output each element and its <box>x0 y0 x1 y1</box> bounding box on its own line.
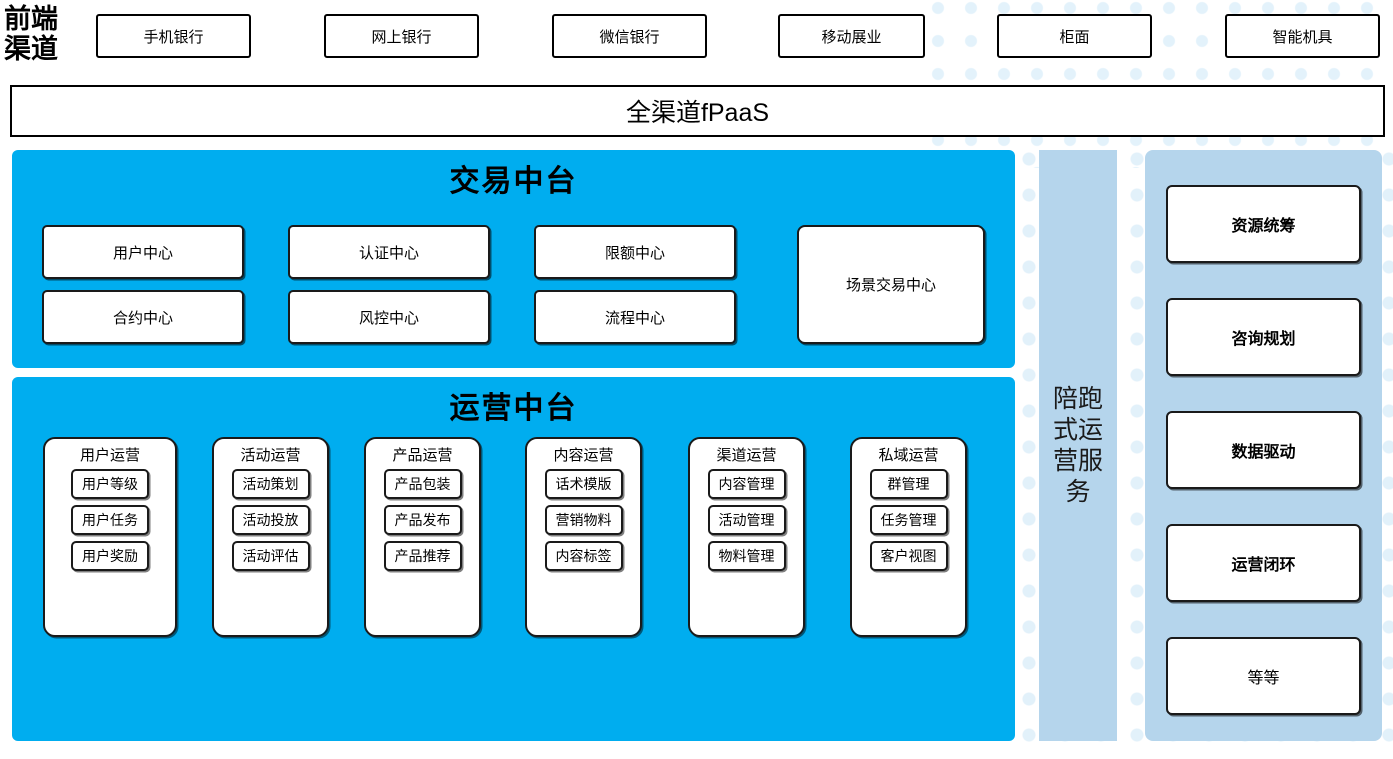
op-item-campaign-evaluation[interactable]: 活动评估 <box>231 541 310 571</box>
op-group-title-private-operation: 私域运营 <box>878 447 939 464</box>
op-group-user-operation[interactable]: 用户运营 用户等级 用户任务 用户奖励 <box>43 437 177 637</box>
trade-middle-platform-panel: 交易中台 用户中心 认证中心 限额中心 合约中心 风控中心 流程中心 场景交易中… <box>12 150 1015 368</box>
escort-operation-service-label: 陪跑式运营服务 <box>1052 384 1103 506</box>
frontend-channel-label: 前端 渠道 <box>4 4 82 64</box>
frontend-channel-row: 前端 渠道 手机银行 网上银行 微信银行 移动展业 柜面 智能机具 <box>0 0 1393 80</box>
escort-operation-service-band: 陪跑式运营服务 <box>1039 150 1117 741</box>
channel-label-wechat-bank: 微信银行 <box>599 28 660 46</box>
op-item-script-template[interactable]: 话术模版 <box>544 469 623 499</box>
op-group-product-operation[interactable]: 产品运营 产品包装 产品发布 产品推荐 <box>364 437 481 637</box>
channel-label-counter: 柜面 <box>1059 28 1090 46</box>
operation-middle-platform-title: 运营中台 <box>449 392 578 425</box>
channel-box-mobile-field[interactable]: 移动展业 <box>778 14 925 58</box>
service-item-consulting-planning[interactable]: 咨询规划 <box>1166 298 1361 376</box>
trade-label-limit-center: 限额中心 <box>604 244 665 262</box>
trade-label-user-center: 用户中心 <box>112 244 173 262</box>
op-item-marketing-material[interactable]: 营销物料 <box>544 505 623 535</box>
op-item-campaign-planning[interactable]: 活动策划 <box>231 469 310 499</box>
channel-box-counter[interactable]: 柜面 <box>997 14 1152 58</box>
op-item-campaign-delivery[interactable]: 活动投放 <box>231 505 310 535</box>
trade-label-contract-center: 合约中心 <box>112 309 173 327</box>
op-group-title-content-operation: 内容运营 <box>553 447 614 464</box>
trade-box-process-center[interactable]: 流程中心 <box>534 290 736 344</box>
trade-label-scenario-trade-center: 场景交易中心 <box>845 277 936 294</box>
op-group-content-operation[interactable]: 内容运营 话术模版 营销物料 内容标签 <box>525 437 642 637</box>
op-item-content-tag[interactable]: 内容标签 <box>544 541 623 571</box>
service-item-operation-loop[interactable]: 运营闭环 <box>1166 524 1361 602</box>
op-item-product-release[interactable]: 产品发布 <box>383 505 462 535</box>
trade-box-risk-center[interactable]: 风控中心 <box>288 290 490 344</box>
channel-label-smart-device: 智能机具 <box>1272 28 1333 46</box>
op-group-campaign-operation[interactable]: 活动运营 活动策划 活动投放 活动评估 <box>212 437 329 637</box>
op-item-user-reward[interactable]: 用户奖励 <box>71 541 149 571</box>
trade-box-user-center[interactable]: 用户中心 <box>42 225 244 279</box>
trade-label-auth-center: 认证中心 <box>358 244 419 262</box>
channel-box-mobile-bank[interactable]: 手机银行 <box>96 14 251 58</box>
trade-box-contract-center[interactable]: 合约中心 <box>42 290 244 344</box>
channel-box-smart-device[interactable]: 智能机具 <box>1225 14 1380 58</box>
trade-box-auth-center[interactable]: 认证中心 <box>288 225 490 279</box>
op-item-content-management[interactable]: 内容管理 <box>707 469 786 499</box>
channel-label-online-bank: 网上银行 <box>371 28 432 46</box>
op-item-product-recommend[interactable]: 产品推荐 <box>383 541 462 571</box>
op-group-title-channel-operation: 渠道运营 <box>716 447 777 464</box>
op-group-title-user-operation: 用户运营 <box>79 447 140 464</box>
omnichannel-fpaas-label: 全渠道fPaaS <box>625 99 770 127</box>
service-item-resource-coordination[interactable]: 资源统筹 <box>1166 185 1361 263</box>
op-group-title-campaign-operation: 活动运营 <box>240 447 301 464</box>
channel-box-wechat-bank[interactable]: 微信银行 <box>552 14 707 58</box>
trade-middle-platform-title: 交易中台 <box>449 165 578 198</box>
service-item-etc[interactable]: 等等 <box>1166 637 1361 715</box>
trade-box-scenario-trade-center[interactable]: 场景交易中心 <box>797 225 985 344</box>
trade-label-process-center: 流程中心 <box>604 309 665 327</box>
service-capability-panel: 资源统筹 咨询规划 数据驱动 运营闭环 等等 <box>1145 150 1382 741</box>
op-item-user-level[interactable]: 用户等级 <box>71 469 149 499</box>
trade-box-limit-center[interactable]: 限额中心 <box>534 225 736 279</box>
service-item-data-driven[interactable]: 数据驱动 <box>1166 411 1361 489</box>
op-group-private-operation[interactable]: 私域运营 群管理 任务管理 客户视图 <box>850 437 967 637</box>
op-group-channel-operation[interactable]: 渠道运营 内容管理 活动管理 物料管理 <box>688 437 805 637</box>
trade-label-risk-center: 风控中心 <box>358 309 419 327</box>
op-item-product-packaging[interactable]: 产品包装 <box>383 469 462 499</box>
op-item-material-management[interactable]: 物料管理 <box>707 541 786 571</box>
op-item-customer-view[interactable]: 客户视图 <box>869 541 948 571</box>
frontend-channel-label-line1: 前端 <box>4 4 58 34</box>
operation-middle-platform-panel: 运营中台 用户运营 用户等级 用户任务 用户奖励 活动运营 活动策划 活动投放 … <box>12 377 1015 741</box>
op-group-title-product-operation: 产品运营 <box>392 447 453 464</box>
channel-label-mobile-bank: 手机银行 <box>143 28 204 46</box>
op-item-group-management[interactable]: 群管理 <box>869 469 948 499</box>
op-item-campaign-management[interactable]: 活动管理 <box>707 505 786 535</box>
omnichannel-fpaas-bar[interactable]: 全渠道fPaaS <box>10 85 1385 137</box>
channel-box-online-bank[interactable]: 网上银行 <box>324 14 479 58</box>
channel-label-mobile-field: 移动展业 <box>821 28 882 46</box>
op-item-task-management[interactable]: 任务管理 <box>869 505 948 535</box>
frontend-channel-label-line2: 渠道 <box>4 34 58 64</box>
op-item-user-task[interactable]: 用户任务 <box>71 505 149 535</box>
